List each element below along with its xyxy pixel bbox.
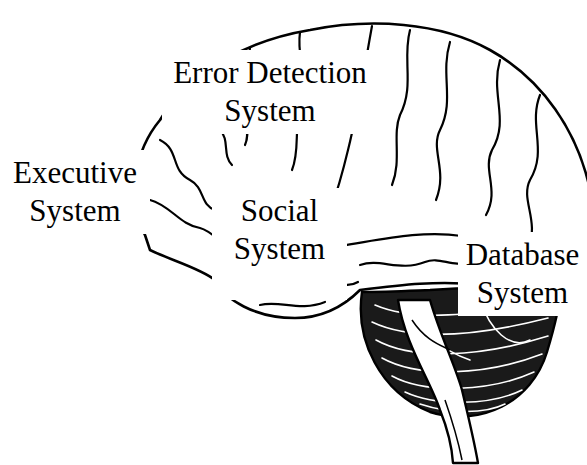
label-box: Social System bbox=[212, 188, 347, 300]
system-label: Database System bbox=[462, 236, 583, 312]
label-box: Executive System bbox=[0, 150, 150, 234]
system-label: Social System bbox=[216, 192, 343, 268]
gyrus-line bbox=[436, 42, 450, 200]
gyrus-line bbox=[160, 140, 215, 210]
label-box: Error Detection System bbox=[162, 50, 378, 134]
brain-stem bbox=[398, 300, 478, 463]
gyrus-line bbox=[260, 302, 325, 306]
system-label: Error Detection System bbox=[166, 54, 374, 130]
gyrus-line bbox=[486, 60, 500, 215]
system-label: Executive System bbox=[4, 154, 146, 230]
gyrus-line bbox=[392, 30, 410, 185]
cerebrum-outline bbox=[134, 24, 587, 318]
gyrus-line bbox=[360, 260, 470, 265]
gyrus-line bbox=[527, 95, 540, 250]
label-box: Database System bbox=[458, 232, 587, 316]
brain-stem-lines bbox=[412, 320, 462, 460]
